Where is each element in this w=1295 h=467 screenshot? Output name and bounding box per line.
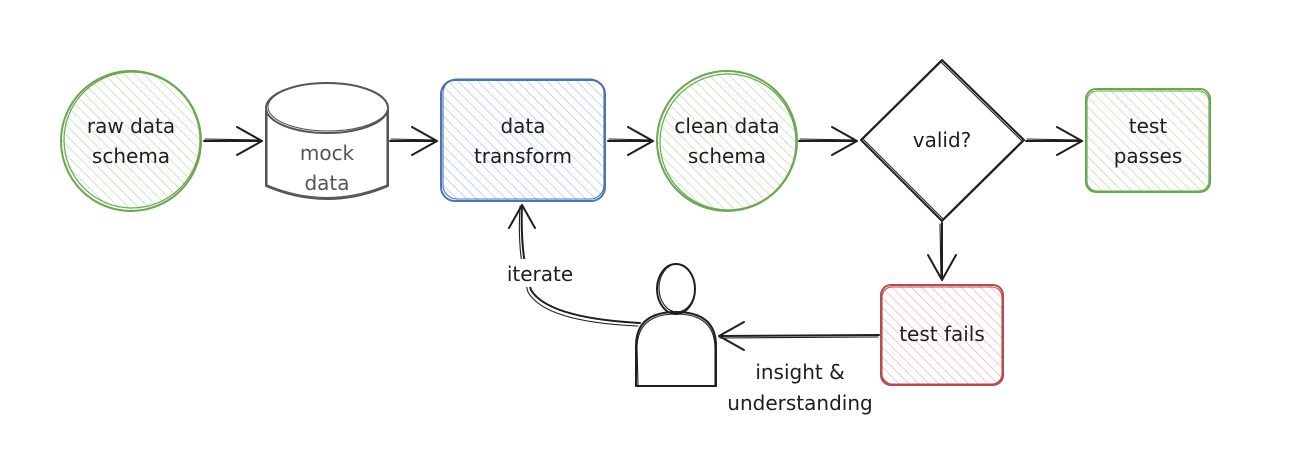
node-data-transform-line1: data [500, 114, 545, 138]
node-valid-label: valid? [913, 128, 972, 152]
node-clean-data-schema-line1: clean data [674, 114, 779, 138]
arrow-raw-to-mock [203, 126, 263, 156]
node-test-fails: test fails [880, 284, 1004, 386]
arrow-valid-to-passes [1025, 126, 1083, 156]
node-mock-data-line1: mock [300, 141, 355, 165]
arrow-person-to-transform [508, 204, 641, 327]
node-mock-data-line2: data [304, 171, 349, 195]
node-data-transform-line2: transform [474, 144, 572, 168]
node-valid-decision: valid? [860, 59, 1025, 222]
edge-label-insight-line1: insight & [755, 360, 844, 384]
node-data-transform: data transform [440, 78, 606, 202]
node-test-passes-line1: test [1129, 114, 1168, 138]
node-raw-data-schema-line2: schema [92, 144, 170, 168]
node-raw-data-schema: raw data schema [60, 70, 202, 212]
node-test-passes: test passes [1085, 88, 1211, 193]
iterate-label-bg [498, 259, 582, 287]
person-icon [635, 263, 717, 387]
node-mock-data: mock data [265, 82, 389, 200]
node-clean-data-schema-line2: schema [688, 144, 766, 168]
edge-label-iterate: iterate [507, 262, 573, 286]
node-test-fails-label: test fails [899, 322, 985, 346]
node-test-passes-line2: passes [1114, 144, 1183, 168]
arrow-fails-to-person [718, 321, 880, 351]
arrow-mock-to-transform [389, 126, 438, 156]
edge-label-insight-line2: understanding [727, 391, 872, 415]
arrow-clean-to-valid [798, 126, 858, 156]
node-clean-data-schema: clean data schema [656, 70, 798, 212]
arrow-valid-to-fails [927, 222, 957, 281]
arrow-transform-to-clean [607, 126, 654, 156]
node-raw-data-schema-line1: raw data [87, 114, 175, 138]
